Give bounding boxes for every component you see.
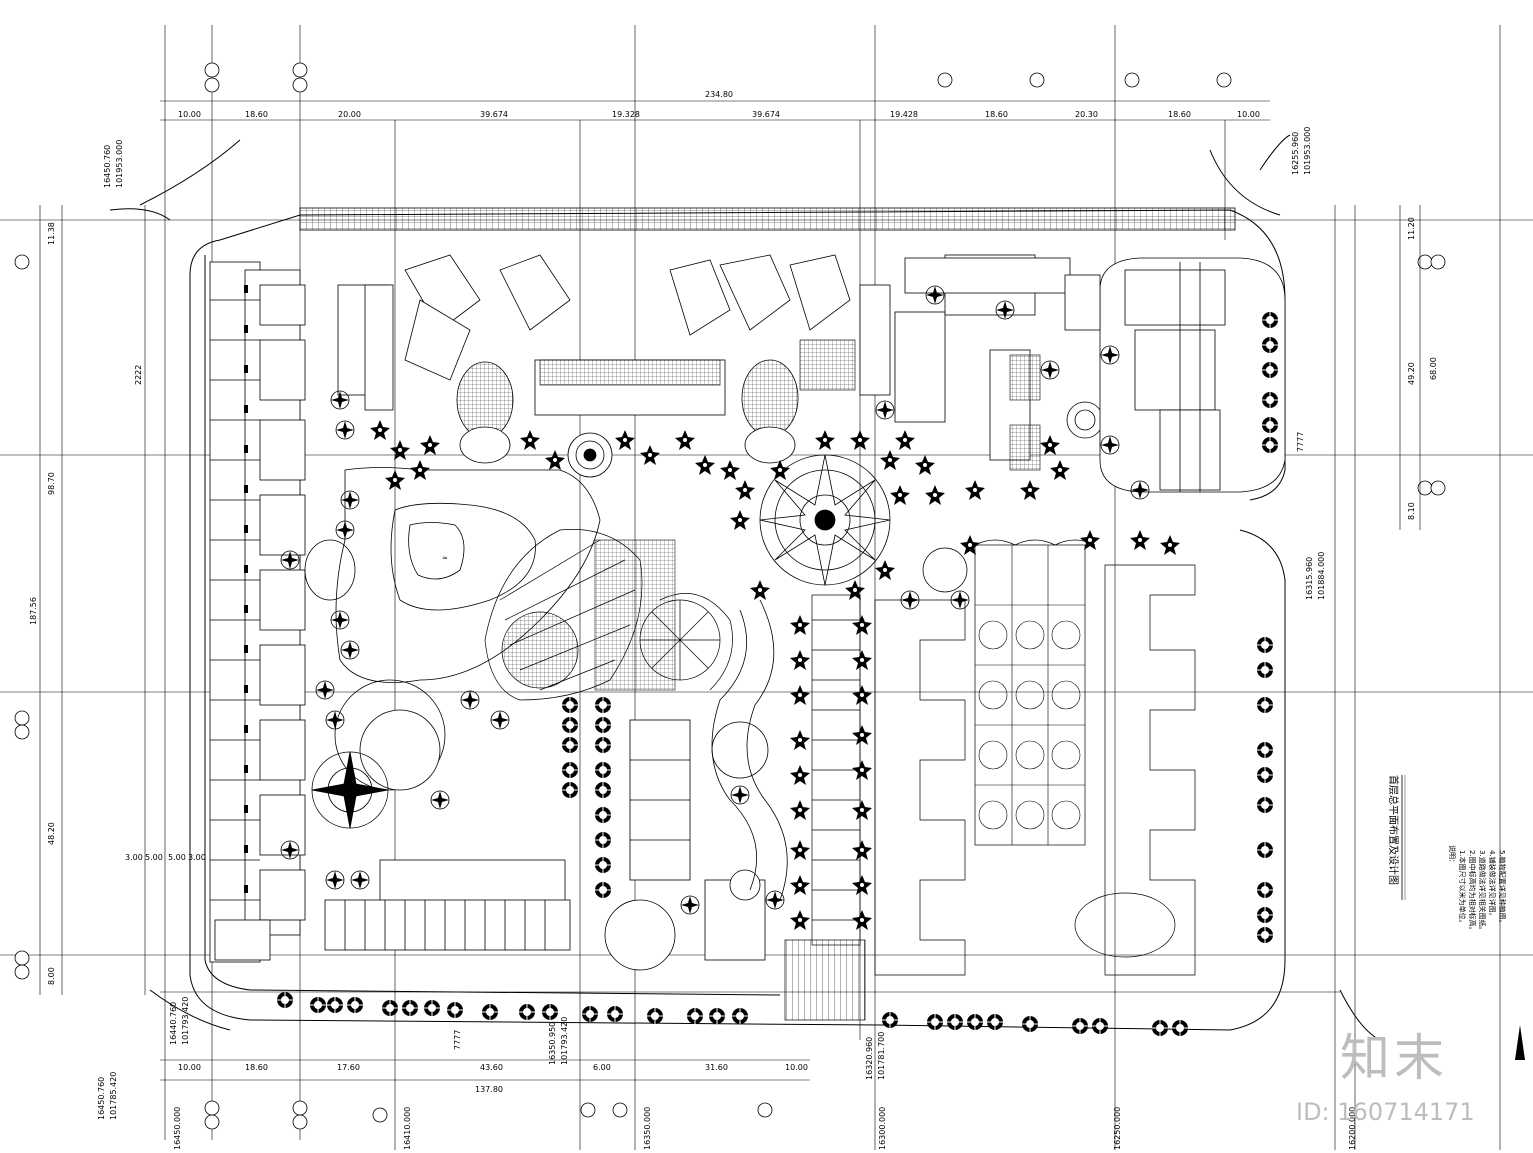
svg-text:16350.950: 16350.950 xyxy=(548,1022,557,1065)
svg-text:39.674: 39.674 xyxy=(752,110,780,119)
watermark-logo: 知末 xyxy=(1340,1029,1448,1087)
svg-text:101793.420: 101793.420 xyxy=(560,1017,569,1065)
svg-text:18.60: 18.60 xyxy=(985,110,1008,119)
svg-text:6.00: 6.00 xyxy=(593,1063,611,1072)
svg-text:18.60: 18.60 xyxy=(245,110,268,119)
west-building-row xyxy=(209,261,306,963)
svg-text:101953.000: 101953.000 xyxy=(115,140,124,188)
svg-text:7777: 7777 xyxy=(1296,432,1305,452)
svg-text:101793.420: 101793.420 xyxy=(181,997,190,1045)
svg-text:16320.960: 16320.960 xyxy=(865,1037,874,1080)
svg-text:16450.760: 16450.760 xyxy=(97,1077,106,1120)
svg-text:20.30: 20.30 xyxy=(1075,110,1098,119)
svg-text:20.00: 20.00 xyxy=(338,110,361,119)
svg-text:10.00: 10.00 xyxy=(178,110,201,119)
north-oval-features xyxy=(456,359,1104,478)
svg-text:5.00: 5.00 xyxy=(168,853,186,862)
svg-text:16450.000: 16450.000 xyxy=(173,1107,182,1150)
axis-bubbles-top xyxy=(14,62,1446,1130)
coordinate-labels: 16450.760 101953.000 16255.960 101953.00… xyxy=(97,127,1357,1150)
sw-circular-plaza xyxy=(304,539,446,829)
top-dims: 10.00 18.60 20.00 39.674 19.328 39.674 1… xyxy=(178,110,1260,119)
svg-text:98.70: 98.70 xyxy=(47,472,56,495)
svg-text:31.60: 31.60 xyxy=(705,1063,728,1072)
svg-text:137.80: 137.80 xyxy=(475,1085,503,1094)
trees-south-row xyxy=(276,991,1189,1037)
svg-text:5.00: 5.00 xyxy=(145,853,163,862)
svg-text:68.00: 68.00 xyxy=(1429,357,1438,380)
east-hedge-wavy xyxy=(974,539,1096,546)
svg-text:19.428: 19.428 xyxy=(890,110,918,119)
svg-text:10.00: 10.00 xyxy=(178,1063,201,1072)
west-row-markers xyxy=(244,285,248,893)
svg-text:16440.760: 16440.760 xyxy=(169,1002,178,1045)
left-dims: 11.38 98.70 48.20 8.00 187.56 2222 3.00 … xyxy=(29,222,206,985)
svg-text:18.60: 18.60 xyxy=(1168,110,1191,119)
svg-text:49.20: 49.20 xyxy=(1407,362,1416,385)
north-building-hatch xyxy=(539,339,1041,471)
meander-path-2 xyxy=(746,599,788,901)
svg-text:101953.000: 101953.000 xyxy=(1303,127,1312,175)
svg-text:16200.000: 16200.000 xyxy=(1348,1107,1357,1150)
east-plots xyxy=(874,544,1196,976)
svg-text:16350.000: 16350.000 xyxy=(643,1107,652,1150)
svg-text:8.10: 8.10 xyxy=(1407,502,1416,520)
svg-text:16450.760: 16450.760 xyxy=(103,145,112,188)
svg-text:17.60: 17.60 xyxy=(337,1063,360,1072)
northeast-building xyxy=(904,257,1286,493)
svg-text:101781.700: 101781.700 xyxy=(877,1032,886,1080)
svg-text:19.328: 19.328 xyxy=(612,110,640,119)
svg-text:101884.000: 101884.000 xyxy=(1317,552,1326,600)
svg-text:10.00: 10.00 xyxy=(1237,110,1260,119)
svg-text:16410.000: 16410.000 xyxy=(403,1107,412,1150)
bottom-dims: 10.00 18.60 17.60 43.60 6.00 31.60 10.00… xyxy=(178,1063,808,1094)
meander-path xyxy=(711,609,758,891)
svg-text:说明：: 说明： xyxy=(1448,845,1457,866)
east-garden-grid xyxy=(975,545,1085,845)
svg-text:8.00: 8.00 xyxy=(47,967,56,985)
svg-text:11.20: 11.20 xyxy=(1407,217,1416,240)
trees-boulevard xyxy=(790,615,872,930)
svg-text:187.56: 187.56 xyxy=(29,597,38,625)
drawing-title: 首层总平面布置及设计图 xyxy=(1387,775,1400,885)
svg-text:39.674: 39.674 xyxy=(480,110,508,119)
svg-text:48.20: 48.20 xyxy=(47,822,56,845)
svg-text:7777: 7777 xyxy=(453,1030,462,1050)
svg-text:16255.960: 16255.960 xyxy=(1291,132,1300,175)
svg-text:101785.420: 101785.420 xyxy=(109,1072,118,1120)
star-plaza xyxy=(759,454,891,586)
svg-text:5.植物配置详见种植图。: 5.植物配置详见种植图。 xyxy=(1498,850,1507,927)
svg-text:3.道路做法详见相关图纸。: 3.道路做法详见相关图纸。 xyxy=(1478,850,1487,934)
svg-text:16250.000: 16250.000 xyxy=(1113,1107,1122,1150)
total-width-label: 234.80 xyxy=(705,90,733,99)
central-boulevard xyxy=(784,594,866,1021)
south-center-buildings xyxy=(324,719,769,971)
svg-text:11.38: 11.38 xyxy=(47,222,56,245)
trees-sw-column xyxy=(561,696,612,899)
north-arrow-marks xyxy=(1515,1025,1525,1060)
svg-text:2222: 2222 xyxy=(134,365,143,385)
svg-text:43.60: 43.60 xyxy=(480,1063,503,1072)
north-buildings xyxy=(337,254,1036,461)
svg-text:10.00: 10.00 xyxy=(785,1063,808,1072)
svg-text:18.60: 18.60 xyxy=(245,1063,268,1072)
site-boundary xyxy=(109,134,1381,1041)
drawing-notes: 说明： 1.本图尺寸以米为单位。 2.图中标高均为相对标高。 3.道路做法详见相… xyxy=(1448,845,1507,934)
central-paving xyxy=(594,539,676,691)
watermark-id: ID: 160714171 xyxy=(1296,1098,1475,1126)
svg-text:16315.960: 16315.960 xyxy=(1305,557,1314,600)
north-paving-strip xyxy=(299,207,1236,231)
svg-text:2.图中标高均为相对标高。: 2.图中标高均为相对标高。 xyxy=(1468,850,1477,934)
dimension-lines xyxy=(39,100,1421,1081)
tent-plaza xyxy=(639,593,733,691)
lawn-label: ≈ xyxy=(442,554,448,562)
svg-text:3.00: 3.00 xyxy=(125,853,143,862)
svg-text:4.铺装做法详见详图。: 4.铺装做法详见详图。 xyxy=(1488,850,1497,920)
right-dims: 11.20 49.20 8.10 68.00 7777 xyxy=(1296,217,1438,520)
svg-text:16300.000: 16300.000 xyxy=(878,1107,887,1150)
svg-text:1.本图尺寸以米为单位。: 1.本图尺寸以米为单位。 xyxy=(1458,850,1467,927)
svg-text:3.00: 3.00 xyxy=(188,853,206,862)
